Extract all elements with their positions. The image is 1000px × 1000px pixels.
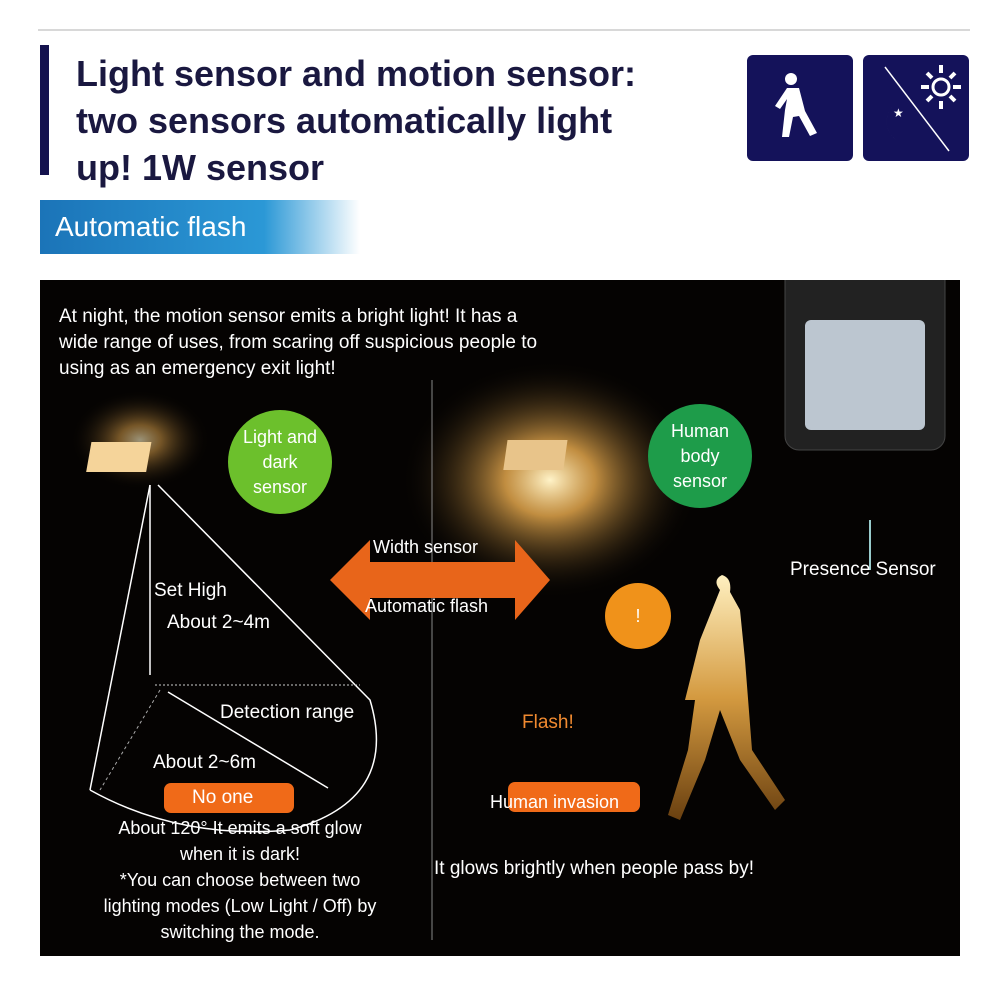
banner-label: Automatic flash — [55, 211, 247, 242]
no-one-badge — [164, 783, 294, 813]
human-invasion-label: Human invasion — [490, 792, 620, 812]
title-line: Light sensor and motion sensor: — [76, 53, 637, 94]
height-range-label: About 2~4m — [167, 612, 270, 633]
presence-sensor-label: Presence Sensor — [790, 559, 936, 580]
right-caption: It glows brightly when people pass by! — [434, 858, 755, 879]
title-line: two sensors automatically light — [76, 100, 613, 141]
set-high-label: Set High — [154, 580, 227, 601]
automatic-flash-arrow-label: Automatic flash — [365, 596, 489, 616]
detection-range-label: Detection range — [220, 702, 355, 723]
flash-label: Flash! — [522, 712, 574, 733]
title-accent-bar — [40, 45, 49, 175]
no-one-label: No one — [192, 787, 254, 808]
human-invasion-badge — [508, 782, 640, 812]
day-night-sensor-icon: ★ — [863, 55, 969, 161]
svg-text:★: ★ — [893, 106, 904, 120]
motion-person-icon — [747, 55, 853, 161]
top-divider — [38, 29, 970, 31]
range-arrow — [167, 691, 329, 789]
person-silhouette — [668, 575, 785, 820]
diagram-graphics — [70, 280, 946, 940]
intro-text: At night, the motion sensor emits a brig… — [59, 306, 538, 379]
wall-lamp — [503, 440, 568, 470]
page-title: Light sensor and motion sensor: two sens… — [76, 50, 736, 191]
width-sensor-label: Width sensor — [373, 537, 479, 557]
title-line: up! 1W sensor — [76, 147, 325, 188]
double-arrow — [330, 540, 550, 620]
lamp-glow — [400, 360, 700, 600]
speech-bubble: ! — [605, 583, 671, 649]
section-banner: Automatic flash — [40, 200, 360, 254]
infographic-panel: At night, the motion sensor emits a brig… — [40, 280, 960, 956]
small-lamp — [86, 442, 152, 472]
lamp-glow-small — [70, 390, 210, 490]
distance-range-label: About 2~6m — [153, 752, 256, 773]
